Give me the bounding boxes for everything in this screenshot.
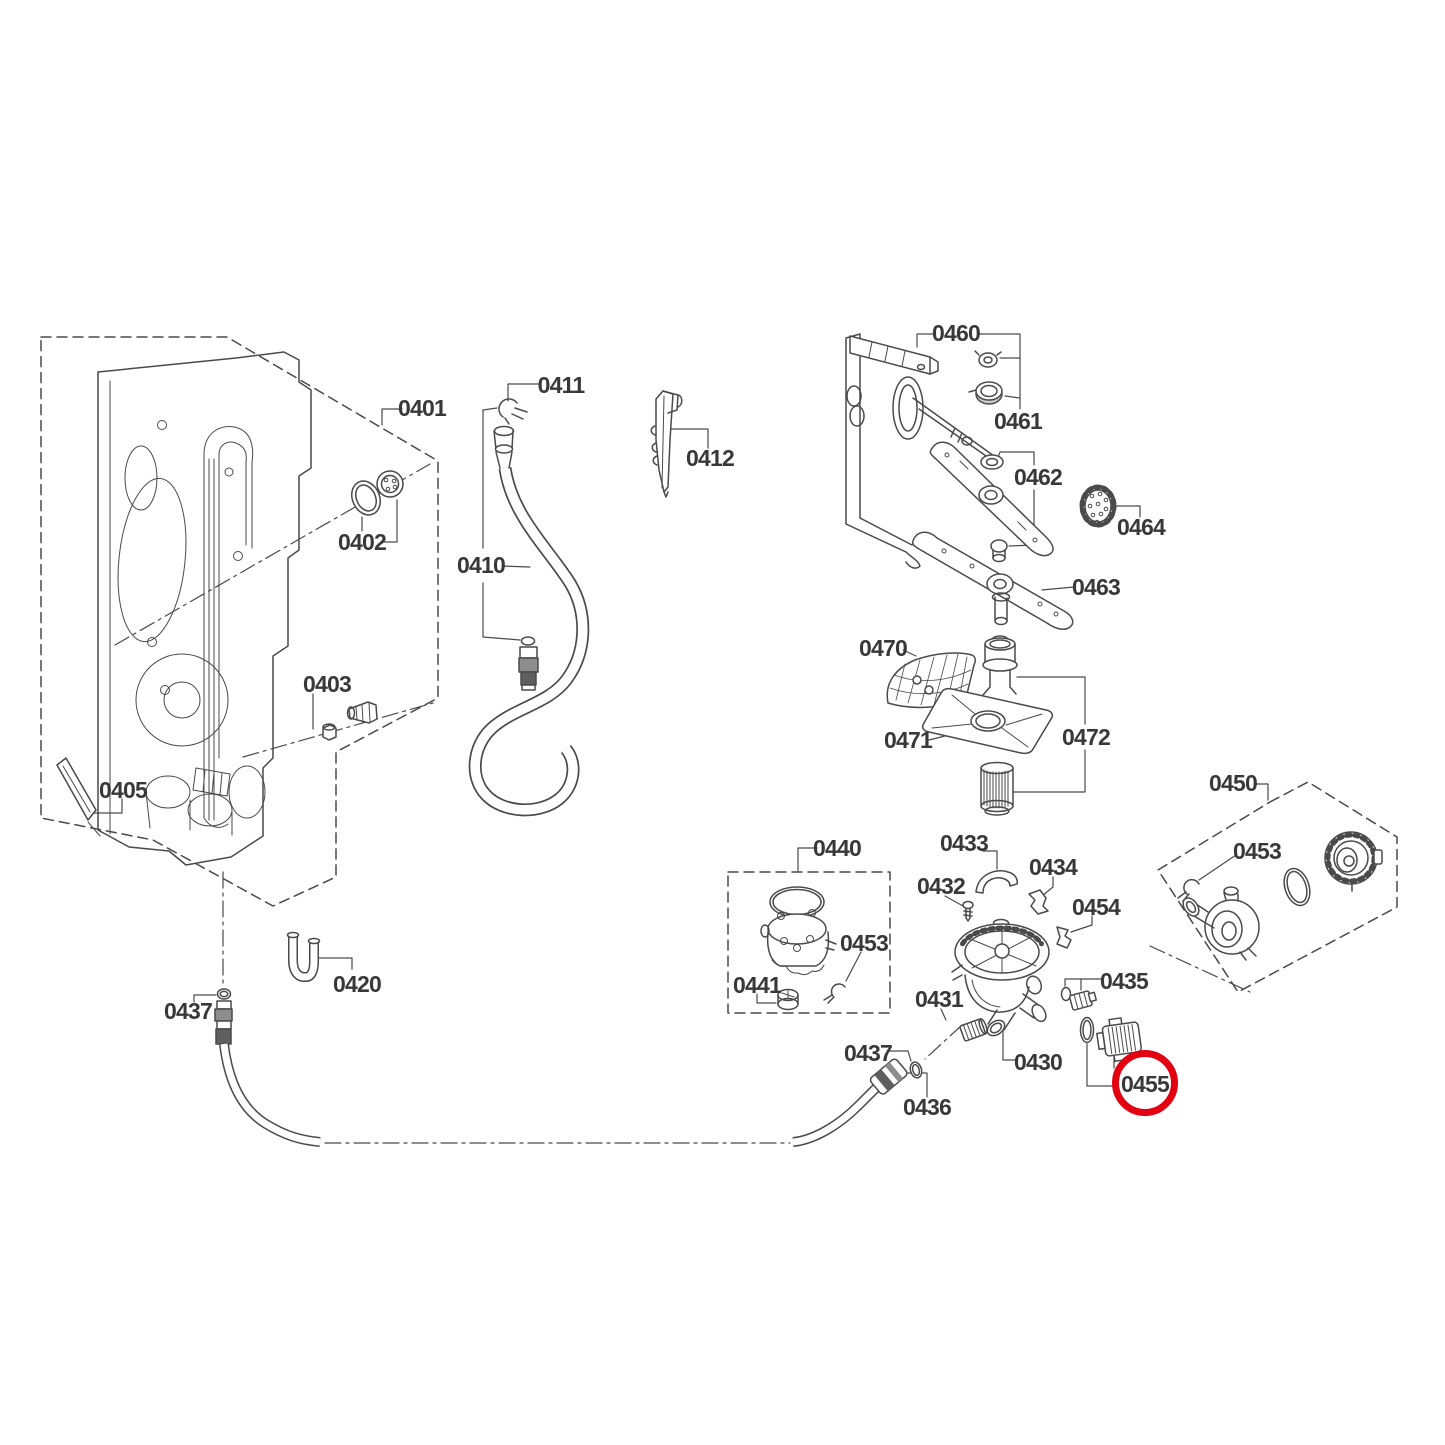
part-label-0434: 0434 [1029,854,1078,880]
part-label-0430: 0430 [1014,1049,1062,1075]
part-labels: 0401 0402 0403 0405 0410 0411 0412 0420 … [99,320,1282,1120]
part-0461-caps [968,350,1003,405]
assembly-axis-lines [114,463,1251,1144]
part-0460-supply-duct-frame [845,333,1004,569]
part-0463-lower-spray-arm [911,531,1074,630]
part-label-0420: 0420 [333,971,381,997]
part-0464-filter-disc [1079,484,1117,528]
part-0420-u-tube [286,931,321,982]
part-0431-fitting [959,1017,988,1042]
part-label-0433: 0433 [940,830,988,856]
part-label-0401: 0401 [398,395,447,421]
part-0437-oring-left [216,988,232,1000]
part-label-0411: 0411 [538,372,586,398]
part-label-0450: 0450 [1209,770,1257,796]
part-label-0461: 0461 [994,408,1043,434]
part-label-0437-right: 0437 [844,1040,892,1066]
part-label-0431: 0431 [915,986,964,1012]
group-box-0450 [1157,781,1398,993]
part-0436-hose-fitting [869,1058,908,1095]
part-label-0453-a: 0453 [840,930,888,956]
part-label-0441: 0441 [733,972,782,998]
part-label-0462: 0462 [1014,464,1062,490]
part-drain-hose [214,1000,923,1147]
part-label-0437-left: 0437 [164,998,212,1024]
part-0455-drain-pump [1079,1016,1143,1062]
part-label-0463: 0463 [1072,574,1120,600]
part-label-0464: 0464 [1117,514,1166,540]
part-0433-crescent [975,870,1018,894]
highlight-circle-0455 [1112,1050,1178,1116]
part-label-0455: 0455 [1121,1071,1170,1097]
part-0402-seal-and-cap [351,470,404,516]
part-label-0412: 0412 [686,445,734,471]
part-label-0453-b: 0453 [1233,838,1281,864]
part-0401-side-panel [97,351,312,866]
part-0434-clip [1028,889,1049,915]
part-0450-circulation-pump [1182,831,1383,961]
part-label-0472: 0472 [1062,724,1110,750]
part-0441-cap [777,988,799,1011]
part-0440-heat-exchanger [760,886,837,976]
part-0432-screw [962,900,974,922]
part-label-0470: 0470 [859,635,907,661]
part-label-0471: 0471 [884,727,933,753]
part-label-0410: 0410 [457,552,505,578]
part-label-0460: 0460 [932,320,980,346]
part-0411-hose-clamp [498,398,528,425]
leader-lines [83,333,1269,1098]
part-0430-sump-body [951,918,1050,1037]
part-0437-oring-right [909,1061,923,1079]
part-label-0432: 0432 [917,873,965,899]
part-label-0435: 0435 [1100,968,1149,994]
part-0403-valve [322,701,378,741]
part-0453-clamp-a [823,983,846,1004]
part-label-0403: 0403 [303,671,351,697]
group-box-0401 [40,336,439,907]
part-0462-upper-spray-arm [929,441,1054,563]
part-0472-micro-filter [980,635,1018,816]
part-label-0402: 0402 [338,529,386,555]
part-0435-oring-and-fitting [1060,986,1098,1011]
part-label-0436: 0436 [903,1094,951,1120]
part-0410-inlet-hose [468,425,590,817]
part-label-0454: 0454 [1072,894,1121,920]
part-0405-bracket [56,757,101,837]
part-0471-filter-plate [921,687,1054,755]
part-0454-clip [1056,926,1072,949]
part-label-0405: 0405 [99,777,148,803]
part-0412-fastening-pin [650,390,683,498]
group-box-0440 [727,871,891,1014]
part-label-0440: 0440 [813,835,861,861]
